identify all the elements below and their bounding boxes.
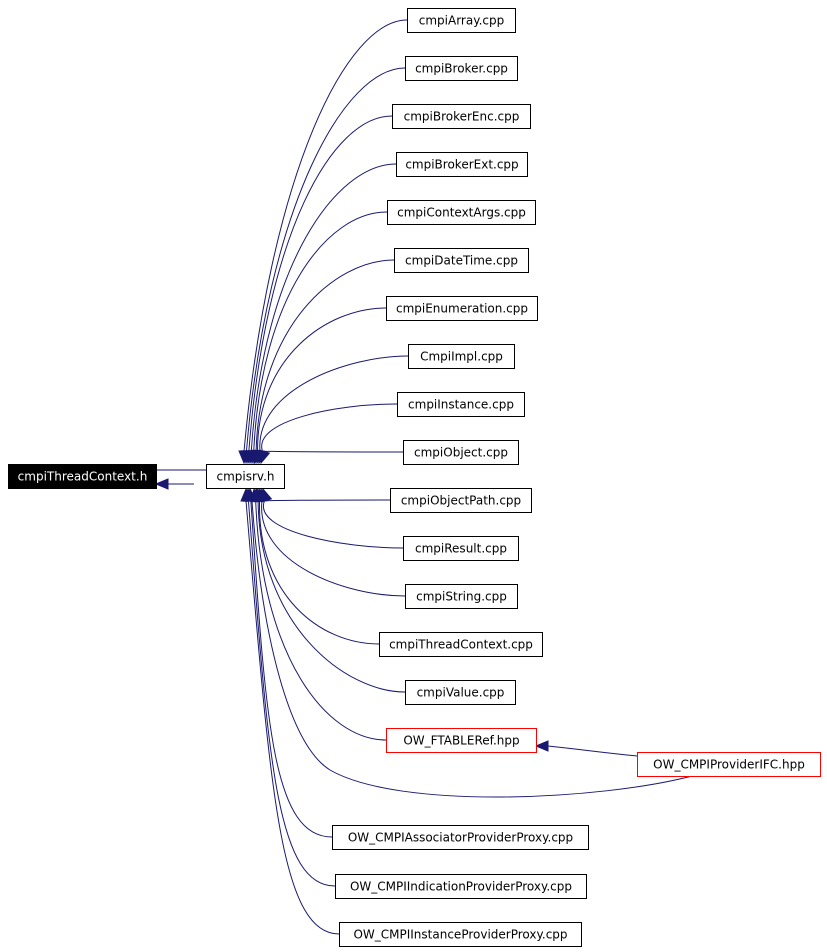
node-box: [332, 825, 589, 850]
node-label: cmpiString.cpp: [416, 590, 507, 604]
edge-n4-to-hub: [250, 163, 397, 452]
node-n7[interactable]: cmpiEnumeration.cpp: [386, 296, 538, 321]
node-box: [405, 584, 518, 609]
edge-n18-to-hub: [250, 500, 333, 838]
node-n5[interactable]: cmpiContextArgs.cpp: [387, 200, 536, 225]
node-box: [335, 874, 587, 899]
node-box: [397, 392, 525, 417]
node-label: cmpiContextArgs.cpp: [397, 206, 526, 220]
node-box: [407, 8, 516, 33]
node-n13[interactable]: cmpiString.cpp: [405, 584, 518, 609]
edge-n3-to-hub: [248, 115, 393, 452]
node-label: cmpiResult.cpp: [415, 542, 507, 556]
node-label: cmpiBrokerEnc.cpp: [404, 110, 520, 124]
node-box: [8, 464, 157, 489]
node-box: [386, 728, 537, 753]
node-box: [403, 536, 519, 561]
node-label: cmpiThreadContext.cpp: [389, 638, 533, 652]
edge-n2-to-hub: [245, 67, 406, 452]
edge-n7-to-hub: [257, 307, 387, 452]
node-box: [206, 464, 285, 489]
node-label: cmpiDateTime.cpp: [405, 254, 518, 268]
edge-n11-to-hub: [264, 499, 391, 502]
node-n11[interactable]: cmpiObjectPath.cpp: [390, 488, 532, 513]
graph-nodes: cmpiThreadContext.h cmpisrv.h cmpiArray.cp…: [8, 8, 821, 947]
edge-n13-to-hub: [261, 500, 406, 597]
edge-n10-to-hub: [262, 450, 404, 453]
edge-n6-to-hub: [255, 259, 395, 452]
edge-n17-to-hub: [251, 500, 693, 798]
edge-n10-to-hub-arrow: [259, 449, 271, 465]
edge-n17-to-n16: [547, 745, 638, 757]
node-label: cmpisrv.h: [216, 470, 274, 484]
node-label: cmpiEnumeration.cpp: [396, 302, 528, 316]
node-label: OW_FTABLERef.hpp: [403, 734, 519, 748]
edge-n12-to-hub: [262, 500, 404, 549]
node-label: cmpiValue.cpp: [417, 686, 505, 700]
node-label: OW_CMPIInstanceProviderProxy.cpp: [353, 928, 567, 942]
node-label: cmpiObject.cpp: [414, 446, 508, 460]
node-box: [392, 104, 531, 129]
node-box: [403, 440, 519, 465]
node-n19[interactable]: OW_CMPIIndicationProviderProxy.cpp: [335, 874, 587, 899]
edge-n9-to-hub: [261, 403, 398, 452]
node-label: cmpiBroker.cpp: [415, 62, 508, 76]
edge-n20-to-hub-arrow: [240, 487, 252, 502]
node-n3[interactable]: cmpiBrokerEnc.cpp: [392, 104, 531, 129]
node-n15[interactable]: cmpiValue.cpp: [405, 680, 516, 705]
node-n1[interactable]: cmpiArray.cpp: [407, 8, 516, 33]
node-box: [408, 344, 515, 369]
node-n18[interactable]: OW_CMPIAssociatorProviderProxy.cpp: [332, 825, 589, 850]
node-label: OW_CMPIAssociatorProviderProxy.cpp: [348, 831, 573, 845]
node-n20[interactable]: OW_CMPIInstanceProviderProxy.cpp: [339, 922, 582, 947]
node-label: cmpiThreadContext.h: [18, 470, 148, 484]
edge-n5-to-hub: [253, 211, 388, 452]
node-label: cmpiBrokerExt.cpp: [405, 158, 518, 172]
node-n4[interactable]: cmpiBrokerExt.cpp: [396, 152, 528, 177]
node-label: CmpiImpl.cpp: [420, 350, 503, 364]
node-box: [394, 248, 529, 273]
node-n17[interactable]: OW_CMPIProviderIFC.hpp: [637, 752, 821, 777]
graph-arrowheads: [154, 449, 549, 752]
edge-n1-to-hub: [243, 19, 408, 452]
edge-n16-to-hub: [255, 500, 387, 741]
node-box: [405, 56, 518, 81]
node-box: [379, 632, 543, 657]
node-box: [339, 922, 582, 947]
node-label: cmpiObjectPath.cpp: [401, 494, 521, 508]
edge-root-to-hub-arrow: [154, 478, 169, 490]
graph-edges: [156, 19, 693, 935]
node-n6[interactable]: cmpiDateTime.cpp: [394, 248, 529, 273]
node-label: OW_CMPIIndicationProviderProxy.cpp: [350, 880, 572, 894]
edge-n19-to-hub: [247, 500, 336, 887]
node-root[interactable]: cmpiThreadContext.h: [8, 464, 157, 489]
node-n2[interactable]: cmpiBroker.cpp: [405, 56, 518, 81]
node-box: [405, 680, 516, 705]
node-n12[interactable]: cmpiResult.cpp: [403, 536, 519, 561]
node-label: OW_CMPIProviderIFC.hpp: [653, 758, 805, 772]
node-n14[interactable]: cmpiThreadContext.cpp: [379, 632, 543, 657]
node-box: [390, 488, 532, 513]
node-box: [387, 200, 536, 225]
node-n10[interactable]: cmpiObject.cpp: [403, 440, 519, 465]
node-label: cmpiArray.cpp: [419, 14, 505, 28]
node-n8[interactable]: CmpiImpl.cpp: [408, 344, 515, 369]
node-label: cmpiInstance.cpp: [408, 398, 514, 412]
edge-n20-to-hub: [245, 500, 340, 935]
edge-n17-to-n16-arrow: [534, 740, 549, 752]
edge-n8-to-hub: [259, 355, 409, 452]
node-n9[interactable]: cmpiInstance.cpp: [397, 392, 525, 417]
node-box: [637, 752, 821, 777]
node-box: [386, 296, 538, 321]
edge-n15-to-hub: [257, 500, 406, 693]
node-hub[interactable]: cmpisrv.h: [206, 464, 285, 489]
node-n16[interactable]: OW_FTABLERef.hpp: [386, 728, 537, 753]
node-box: [396, 152, 528, 177]
edge-n14-to-hub: [259, 500, 380, 645]
